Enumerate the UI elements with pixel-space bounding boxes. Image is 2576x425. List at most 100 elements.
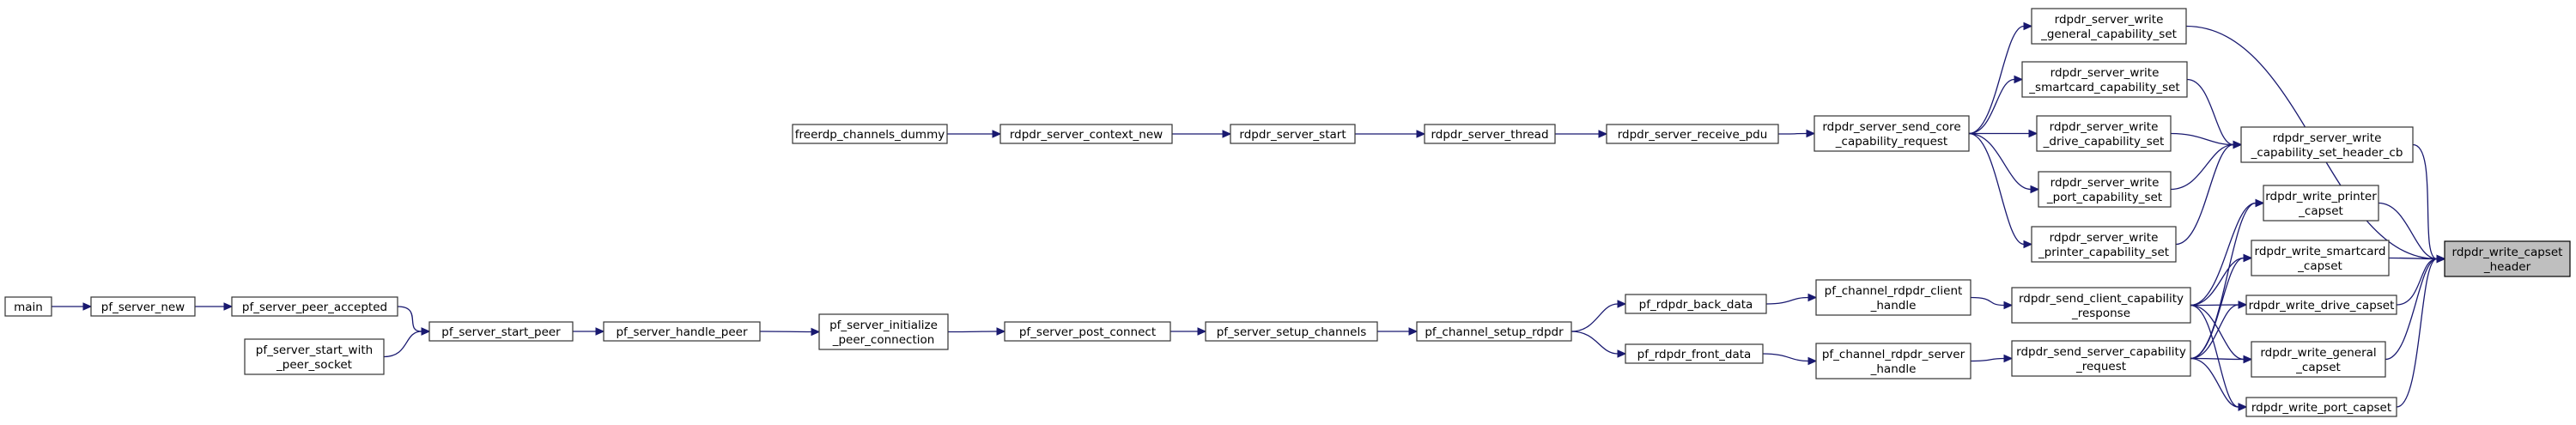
node-label: rdpdr_server_send_core: [1822, 120, 1960, 134]
node-label: pf_server_start_with: [256, 343, 373, 357]
edge-line: [2190, 304, 2239, 360]
edge-setup_rdpdr-to-back_data: [1571, 300, 1627, 332]
edge-post_connect-to-setup_channels: [1170, 327, 1207, 336]
node-send-server[interactable]: rdpdr_send_server_capability_request: [2011, 340, 2191, 377]
node-front-data[interactable]: pf_rdpdr_front_data: [1625, 343, 1764, 364]
node-w-drive[interactable]: rdpdr_write_drive_capset: [2245, 294, 2397, 315]
edge-arrowhead: [2233, 140, 2243, 149]
node-label: rdpdr_send_server_capability: [2016, 345, 2186, 359]
edge-send_core-to-port_set: [1968, 132, 2040, 194]
node-box: [2031, 8, 2187, 45]
node-box: [2251, 341, 2386, 378]
edge-recv_pdu-to-send_core: [1777, 129, 1816, 138]
node-box: [244, 338, 385, 375]
edge-line: [2378, 202, 2438, 260]
node-w-port[interactable]: rdpdr_write_port_capset: [2245, 397, 2397, 417]
edge-arrowhead: [2243, 253, 2253, 263]
edge-back_data-to-ch_client: [1765, 293, 1818, 305]
node-peer-accepted[interactable]: pf_server_peer_accepted: [231, 296, 398, 317]
node-box: [818, 313, 949, 350]
node-label: pf_server_post_connect: [1019, 325, 1156, 339]
edge-send_server-to-w_port: [2190, 357, 2248, 411]
node-ctx-new[interactable]: rdpdr_server_context_new: [999, 124, 1173, 144]
edge-line: [2190, 304, 2245, 361]
edge-send_core-to-prn_set: [1968, 132, 2033, 249]
node-setup-rdpdr[interactable]: pf_channel_setup_rdpdr: [1416, 321, 1572, 342]
node-thread[interactable]: rdpdr_server_thread: [1424, 124, 1556, 144]
edge-arrowhead: [1806, 129, 1816, 138]
node-srv-new[interactable]: pf_server_new: [90, 296, 196, 317]
node-box: [1230, 124, 1356, 144]
node-prn-set[interactable]: rdpdr_server_write_printer_capability_se…: [2031, 226, 2177, 263]
node-start-with-sock[interactable]: pf_server_start_with_peer_socket: [244, 338, 385, 375]
edge-line: [383, 331, 422, 358]
node-label: pf_server_initialize: [829, 319, 938, 332]
node-label: _capset: [2295, 361, 2341, 374]
node-w-smartcard[interactable]: rdpdr_write_smartcard_capset: [2251, 240, 2390, 276]
node-hdr-cb[interactable]: rdpdr_server_write_capability_set_header…: [2240, 126, 2414, 163]
node-back-data[interactable]: pf_rdpdr_back_data: [1625, 294, 1767, 314]
edge-line: [1970, 296, 2005, 307]
node-sc-set[interactable]: rdpdr_server_write_smartcard_capability_…: [2021, 61, 2188, 98]
edge-line: [2412, 143, 2438, 260]
node-recv-pdu[interactable]: rdpdr_server_receive_pdu: [1606, 124, 1779, 144]
node-port-set[interactable]: rdpdr_server_write_port_capability_set: [2038, 171, 2172, 208]
node-setup-channels[interactable]: pf_server_setup_channels: [1205, 321, 1378, 342]
node-label: _drive_capability_set: [2043, 135, 2165, 149]
edge-arrowhead: [2255, 198, 2265, 208]
edge-start_peer-to-handle_peer: [573, 327, 605, 336]
node-init-peer[interactable]: pf_server_initialize_peer_connection: [818, 313, 949, 350]
node-drv-set[interactable]: rdpdr_server_write_drive_capability_set: [2036, 115, 2172, 152]
node-label: rdpdr_server_start: [1239, 128, 1346, 142]
node-box: [2036, 115, 2172, 152]
edge-start-to-thread: [1354, 130, 1426, 138]
edge-ctx_new-to-start: [1171, 130, 1232, 138]
node-label: rdpdr_send_client_capability: [2019, 292, 2184, 306]
node-box: [1606, 124, 1779, 144]
edge-line: [1571, 303, 1619, 332]
node-label: _capset: [2297, 259, 2342, 273]
node-post-connect[interactable]: pf_server_post_connect: [1004, 321, 1171, 342]
node-ch-client[interactable]: pf_channel_rdpdr_client_handle: [1815, 279, 1971, 316]
edge-line: [2190, 257, 2245, 360]
node-gen-set[interactable]: rdpdr_server_write_general_capability_se…: [2031, 8, 2187, 45]
edge-drv_set-to-hdr_cb: [2170, 132, 2243, 149]
edge-line: [1762, 353, 1809, 362]
edge-line: [1777, 132, 1807, 135]
edge-line: [759, 331, 812, 333]
edge-arrowhead: [1197, 327, 1207, 336]
node-box: [2021, 61, 2188, 98]
edge-arrowhead: [2238, 301, 2248, 309]
node-box: [90, 296, 196, 317]
node-send-client[interactable]: rdpdr_send_client_capability_response: [2011, 287, 2191, 324]
edge-send_server-to-w_smartcard: [2190, 253, 2253, 360]
node-root[interactable]: rdpdr_write_capset_header: [2444, 240, 2571, 277]
node-label: _peer_socket: [276, 358, 352, 372]
node-label: pf_channel_rdpdr_server: [1822, 348, 1965, 361]
edge-arrowhead: [1222, 130, 1232, 138]
node-start-peer[interactable]: pf_server_start_peer: [428, 321, 574, 342]
edge-arrowhead: [2003, 354, 2014, 363]
edge-send_core-to-sc_set: [1968, 75, 2024, 135]
node-w-printer[interactable]: rdpdr_write_printer_capset: [2263, 185, 2379, 222]
node-send-core[interactable]: rdpdr_server_send_core_capability_reques…: [1814, 115, 1970, 152]
node-box: [1205, 321, 1378, 342]
edge-hdr_cb-to-root: [2412, 143, 2446, 264]
node-label: pf_server_new: [101, 301, 185, 314]
node-ch-server[interactable]: pf_channel_rdpdr_server_handle: [1815, 343, 1971, 379]
edge-line: [2396, 258, 2438, 306]
edge-line: [1571, 331, 1619, 355]
node-start[interactable]: rdpdr_server_start: [1230, 124, 1356, 144]
edge-arrowhead: [2243, 355, 2253, 364]
node-label: rdpdr_write_drive_capset: [2249, 299, 2395, 313]
node-box: [2011, 287, 2191, 324]
edge-line: [2190, 357, 2245, 361]
node-label: _port_capability_set: [2046, 191, 2162, 204]
node-w-general[interactable]: rdpdr_write_general_capset: [2251, 341, 2386, 378]
edge-arrowhead: [421, 327, 431, 336]
node-handle-peer[interactable]: pf_server_handle_peer: [603, 321, 761, 342]
node-box: [2444, 240, 2571, 277]
node-main[interactable]: main: [4, 296, 52, 317]
node-dummy[interactable]: freerdp_channels_dummy: [792, 124, 948, 144]
